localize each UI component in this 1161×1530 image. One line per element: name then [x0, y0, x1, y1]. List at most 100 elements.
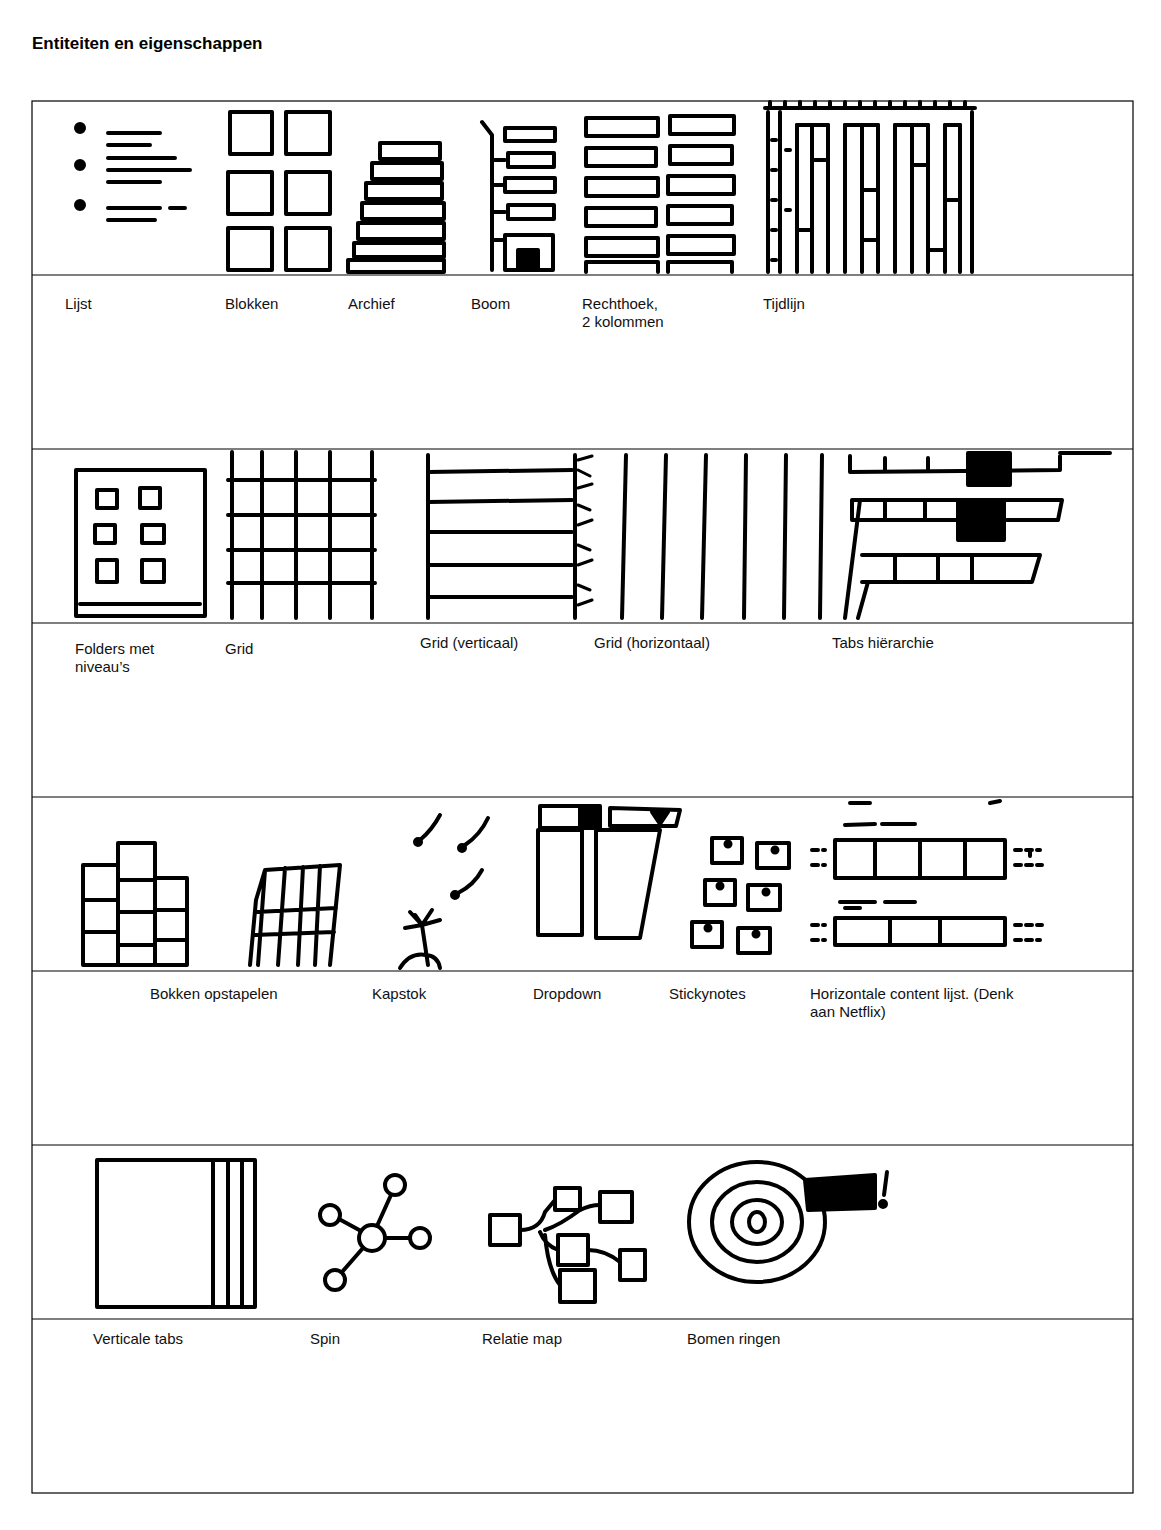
blocks-sketch-part [230, 112, 272, 154]
blocks-sketch [228, 112, 330, 270]
sketch-caption: Boom [471, 295, 510, 313]
sketch-caption: Relatie map [482, 1330, 562, 1348]
table-frame-part [32, 274, 1133, 275]
coat-rack-sketch-part [459, 845, 465, 851]
two-column-sketch-part [670, 146, 732, 164]
table-frame-part [32, 448, 1133, 449]
sticky-notes-sketch-part [748, 885, 780, 910]
blocks-sketch-part [228, 228, 272, 270]
stacked-blocks-sketch-part [83, 865, 118, 900]
content-row-sketch [812, 801, 1042, 945]
two-column-sketch-part [586, 208, 656, 226]
tabs-hierarchy-sketch [845, 453, 1110, 618]
folders-sketch-part [142, 560, 164, 582]
stacked-blocks-sketch-part [118, 880, 155, 912]
sketch-caption: Kapstok [372, 985, 426, 1003]
sticky-notes-sketch-part [718, 884, 723, 889]
content-row-sketch-part [845, 801, 1000, 825]
stacked-blocks-sketch-part [155, 878, 187, 910]
tree-rings-sketch-part [805, 1175, 875, 1210]
sketch-sheet-part [76, 102, 1110, 1307]
list-sketch-part [76, 124, 84, 132]
spider-sketch-part [339, 1195, 410, 1272]
sticky-notes-sketch [692, 838, 789, 953]
tree-sketch-part [518, 250, 538, 268]
two-column-sketch [586, 116, 734, 272]
two-column-sketch-part [586, 238, 658, 256]
timeline-sketch-part [768, 112, 972, 272]
sketch-caption: Bokken opstapelen [150, 985, 278, 1003]
tabs-hierarchy-sketch-part [845, 500, 860, 618]
relation-map-sketch-part [555, 1188, 580, 1210]
timeline-sketch-part [772, 140, 790, 260]
list-sketch-part [76, 201, 84, 209]
archive-sketch-part [380, 143, 440, 159]
relation-map-sketch-part [520, 1200, 620, 1285]
sticky-notes-sketch-part [738, 928, 770, 953]
stacked-blocks-sketch-part [118, 912, 155, 945]
folders-sketch-part [97, 490, 117, 508]
archive-sketch-part [348, 260, 444, 272]
spider-sketch-part [385, 1175, 405, 1195]
tree-rings-sketch [689, 1162, 887, 1282]
stacked-blocks-sketch-part [250, 865, 340, 965]
blocks-sketch-part [286, 228, 330, 270]
tree-rings-sketch-part [880, 1201, 886, 1207]
coat-rack-sketch-part [420, 815, 488, 893]
coat-rack-sketch-part [400, 910, 440, 968]
content-row-sketch-part [840, 902, 915, 908]
content-row-sketch-part [890, 918, 940, 945]
tree-rings-sketch-part [884, 1172, 887, 1195]
sketch-caption: Grid (verticaal) [420, 634, 518, 652]
folders-sketch [76, 470, 205, 616]
content-row-sketch-part [812, 925, 1042, 940]
sticky-notes-sketch-part [712, 838, 742, 863]
tree-rings-sketch-part [712, 1182, 802, 1262]
folders-sketch-part [97, 560, 117, 582]
content-row-sketch-part [835, 918, 1005, 945]
sketch-caption: Grid [225, 640, 253, 658]
stacked-blocks-sketch-part [155, 910, 187, 940]
tabs-hierarchy-sketch-part [968, 453, 1010, 485]
timeline-sketch-part [765, 102, 975, 108]
sticky-notes-sketch-part [705, 880, 735, 905]
sketch-caption: Horizontale content lijst. (Denk aan Net… [810, 985, 1020, 1021]
grid-sketch-part [228, 480, 375, 583]
sketch-caption: Grid (horizontaal) [594, 634, 710, 652]
timeline-sketch-part [797, 125, 960, 250]
grid-horizontal-sketch [622, 455, 822, 618]
two-column-sketch-part [586, 178, 658, 196]
spider-sketch [320, 1175, 430, 1290]
dropdown-sketch-part [538, 830, 582, 935]
tree-sketch-part [508, 205, 554, 219]
stacked-blocks-sketch-part [118, 945, 155, 965]
tree-rings-sketch-part [749, 1212, 765, 1232]
vertical-tabs-sketch-part [213, 1162, 242, 1305]
sketch-caption: Lijst [65, 295, 92, 313]
sketch-caption: Bomen ringen [687, 1330, 780, 1348]
coat-rack-sketch-part [415, 839, 421, 845]
two-column-sketch-part [586, 262, 732, 272]
vertical-tabs-sketch-part [97, 1160, 255, 1307]
page-title: Entiteiten en eigenschappen [32, 34, 263, 54]
coat-rack-sketch [400, 815, 488, 968]
stacked-blocks-sketch-part [118, 843, 155, 880]
sticky-notes-sketch-part [706, 926, 711, 931]
blocks-sketch-part [228, 172, 272, 214]
archive-sketch-part [362, 203, 444, 219]
sketch-caption: Dropdown [533, 985, 601, 1003]
vertical-tabs-sketch [97, 1160, 255, 1307]
sketch-caption: Verticale tabs [93, 1330, 183, 1348]
grid-sketch-part [232, 452, 372, 618]
relation-map-sketch-part [490, 1215, 520, 1245]
sticky-notes-sketch-part [754, 932, 759, 937]
list-sketch [76, 124, 190, 220]
dropdown-sketch-part [540, 806, 600, 828]
table-frame-part [32, 622, 1133, 623]
stacked-blocks-sketch-part [83, 900, 118, 932]
sticky-notes-sketch-part [773, 848, 778, 853]
content-row-sketch-part [875, 840, 965, 878]
tree-sketch-part [505, 178, 555, 192]
